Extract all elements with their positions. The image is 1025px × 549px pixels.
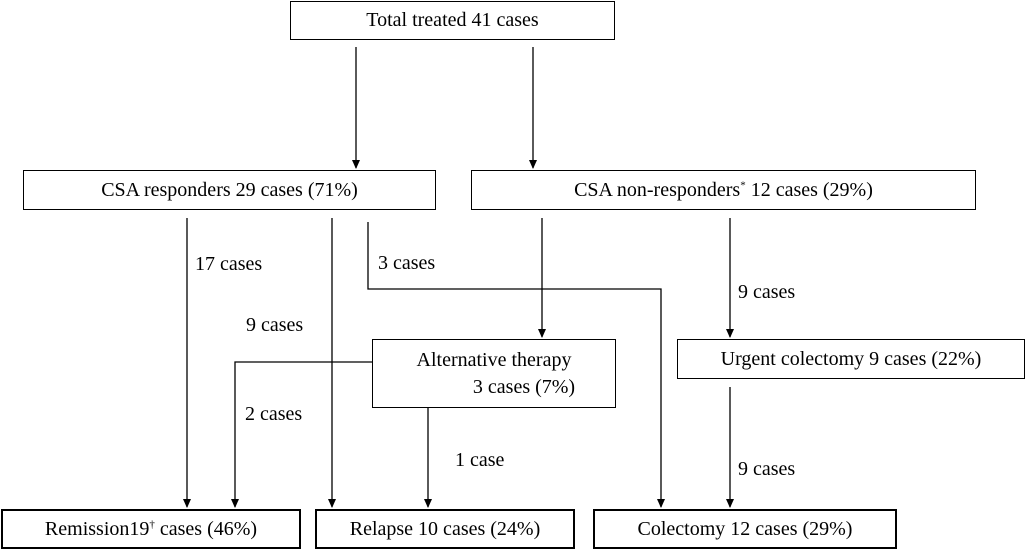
node-total-label: Total treated 41 cases bbox=[366, 9, 539, 31]
node-urgent: Urgent colectomy 9 cases (22%) bbox=[677, 339, 1025, 379]
edge-label-alternative-relapse: 1 case bbox=[455, 449, 505, 471]
asterisk-footnote-mark: * bbox=[740, 178, 746, 191]
node-nonresponders: CSA non-responders* 12 cases (29%) bbox=[471, 170, 976, 210]
node-remission-label: Remission19† cases (46%) bbox=[44, 517, 258, 540]
edge-label-responders-relapse: 9 cases bbox=[246, 314, 304, 336]
node-relapse-label: Relapse 10 cases (24%) bbox=[349, 517, 541, 540]
node-urgent-label: Urgent colectomy 9 cases (22%) bbox=[720, 347, 982, 370]
node-alternative-line2: 3 cases (7%) bbox=[472, 375, 576, 398]
node-responders: CSA responders 29 cases (71%) bbox=[23, 170, 436, 210]
edge-alternative-remission bbox=[231, 361, 372, 508]
node-alternative-line1: Alternative therapy bbox=[416, 348, 572, 371]
node-colectomy: Colectomy 12 cases (29%) bbox=[593, 509, 897, 549]
node-relapse: Relapse 10 cases (24%) bbox=[315, 509, 575, 549]
node-alternative: Alternative therapy 3 cases (7%) bbox=[372, 339, 616, 408]
edge-label-urgent-colectomy: 9 cases bbox=[738, 458, 796, 480]
node-responders-label: CSA responders 29 cases (71%) bbox=[101, 178, 358, 201]
dagger-footnote-mark: † bbox=[149, 517, 155, 530]
edge-label-alternative-remission: 2 cases bbox=[245, 403, 303, 425]
edge-label-responders-remission: 17 cases bbox=[195, 253, 263, 275]
edge-label-nonresponders-urgent: 9 cases bbox=[738, 281, 796, 303]
edge-responders-colectomy bbox=[367, 222, 665, 508]
node-total: Total treated 41 cases bbox=[290, 1, 615, 40]
edge-label-responders-colectomy: 3 cases bbox=[378, 252, 436, 274]
node-remission: Remission19† cases (46%) bbox=[1, 509, 301, 549]
node-nonresponders-label: CSA non-responders* 12 cases (29%) bbox=[574, 178, 873, 201]
node-colectomy-label: Colectomy 12 cases (29%) bbox=[637, 517, 853, 540]
